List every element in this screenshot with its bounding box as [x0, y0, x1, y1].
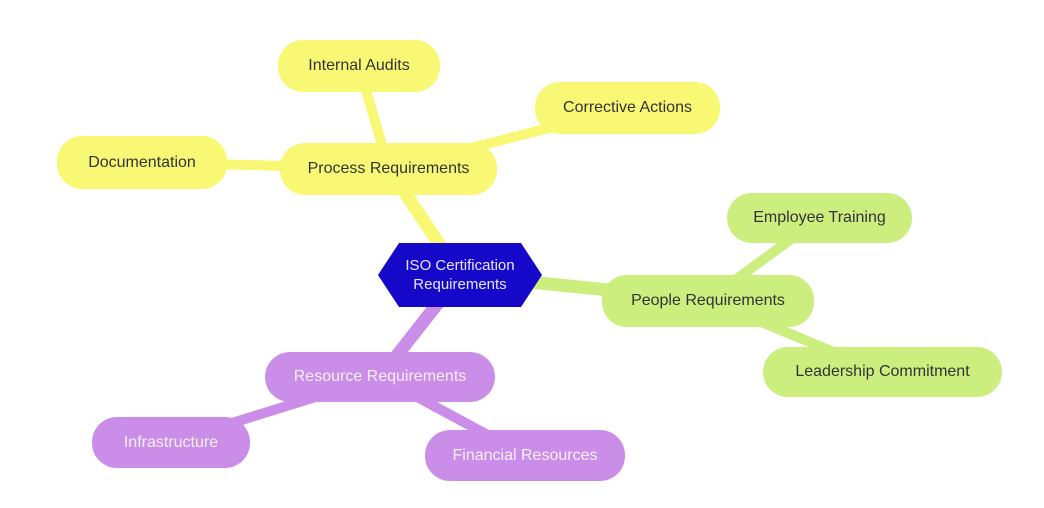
leaf-node-infrastructure: Infrastructure — [92, 417, 250, 468]
branch-node-resource-requirements: Resource Requirements — [265, 352, 495, 402]
leaf-node-corrective-actions: Corrective Actions — [535, 82, 720, 134]
branch-node-people-requirements: People Requirements — [602, 275, 814, 327]
leaf-node-financial-resources: Financial Resources — [425, 430, 625, 481]
leaf-node-documentation: Documentation — [57, 136, 227, 189]
leaf-node-leadership-commitment: Leadership Commitment — [763, 347, 1002, 397]
leaf-node-employee-training: Employee Training — [727, 193, 912, 243]
branch-node-process-requirements: Process Requirements — [280, 143, 497, 195]
leaf-node-internal-audits: Internal Audits — [278, 40, 440, 92]
root-node-iso-certification-requirements: ISO Certification Requirements — [378, 243, 542, 307]
